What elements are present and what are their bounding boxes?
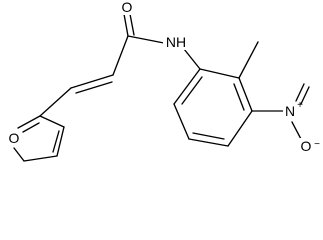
nitro-oxygen-charge: −: [314, 139, 320, 150]
bond-carbonyl-double: [123, 13, 129, 37]
bond-nitro-n-to-o-upper: [295, 83, 305, 102]
bond-vinyl-to-carbonyl: [112, 35, 129, 76]
nitro-nitrogen-charge: +: [297, 100, 303, 111]
acrylamide-chain: [39, 13, 201, 117]
furan-double-bond-c2-o-inner: [22, 122, 40, 133]
bond-vinyl-double-inner: [75, 81, 113, 94]
furan-double-bond-c3-c4-inner: [52, 130, 60, 153]
benzene-double-bond-c2-c3-inner: [233, 83, 245, 111]
benzene-bond-c4-c5: [188, 138, 229, 147]
nitro-oxygen-label: O: [301, 138, 312, 154]
benzene-bond-c2-c3: [238, 77, 253, 112]
carbonyl-oxygen-mask: [118, 0, 136, 15]
bond-nitro-n-to-o: [291, 121, 303, 142]
furan-bond-c4-c5: [23, 155, 58, 162]
nitro-nitrogen-mask: [283, 103, 298, 120]
benzene-double-bond-c4-c5-inner: [192, 132, 225, 140]
furan-bond-c2-c3: [39, 115, 65, 128]
furan-bond-c5-o: [13, 147, 25, 162]
bond-furan-to-vinyl: [39, 87, 72, 117]
bond-vinyl-double: [70, 74, 114, 89]
substituents: [238, 41, 310, 142]
furan-ring: [13, 115, 65, 162]
furan-oxygen-label: O: [9, 130, 20, 146]
bond-methyl: [238, 41, 259, 79]
bond-carbonyl-to-nh: [127, 35, 165, 44]
nitro-oxygen-mask: [298, 138, 314, 155]
benzene-ring: [173, 68, 253, 147]
benzene-double-bond-c6-c1-inner: [181, 76, 203, 105]
furan-oxygen-mask: [6, 130, 22, 147]
amide-nitrogen-mask: [163, 34, 189, 50]
carbonyl-oxygen-label: O: [122, 0, 133, 15]
bond-carbonyl-double-inner: [129, 13, 135, 36]
benzene-bond-c3-c4: [227, 110, 253, 147]
chemical-structure-diagram: O O NH N + O −: [6, 0, 321, 162]
amide-nitrogen-label: NH: [166, 34, 186, 50]
furan-bond-o-c2: [17, 115, 41, 129]
bond-nh-to-aryl: [183, 48, 201, 70]
bond-nitro-n-to-o-upper-inner: [300, 86, 310, 105]
nitro-nitrogen-label: N: [285, 103, 295, 119]
atom-labels: O O NH N + O −: [6, 0, 320, 155]
furan-bond-c3-c4: [56, 126, 65, 157]
benzene-bond-c6-c1: [173, 68, 201, 105]
benzene-bond-c1-c2: [199, 68, 240, 79]
benzene-bond-c5-c6: [173, 103, 190, 140]
